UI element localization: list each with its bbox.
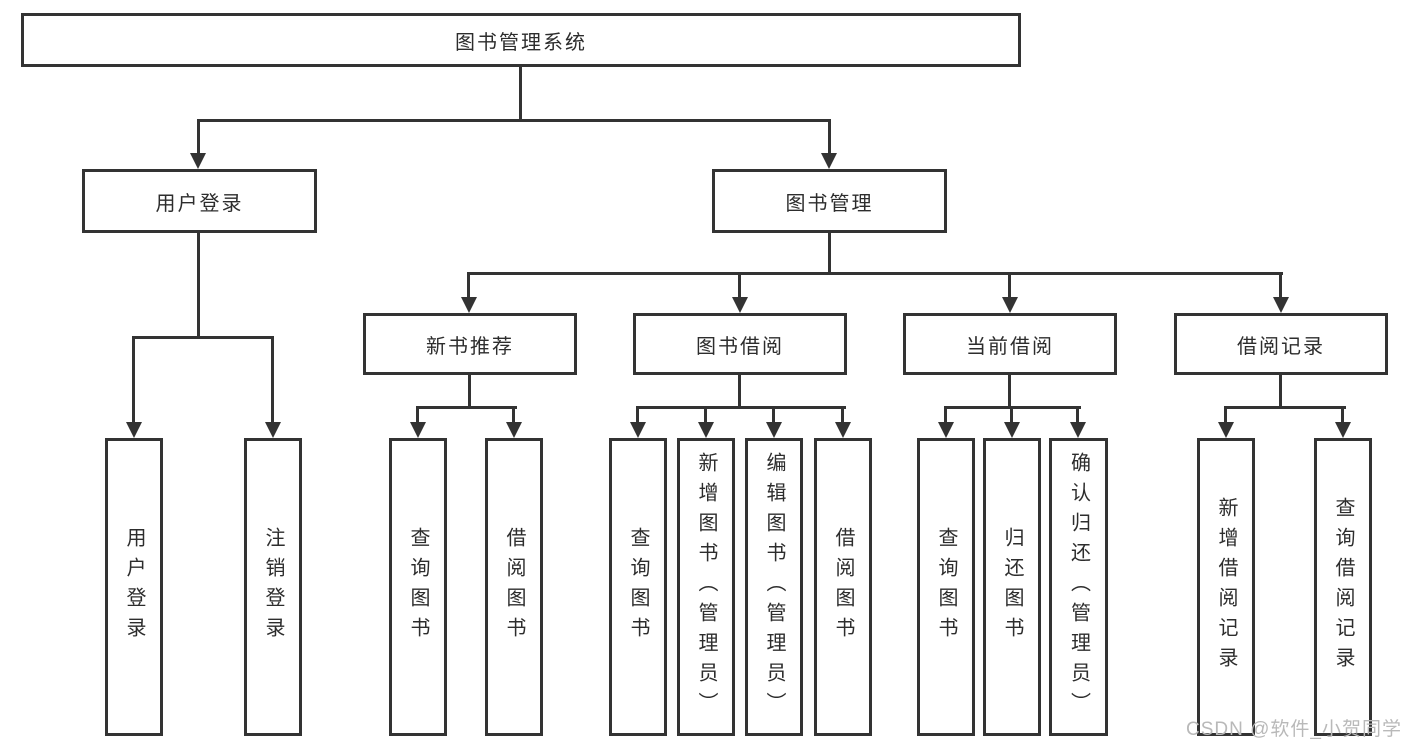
connector-line (1279, 272, 1282, 303)
leaf-logout-label: 注销登录 (262, 527, 284, 647)
connector-line (416, 406, 419, 428)
arrow-down-icon (732, 297, 748, 313)
leaf-borrow-books-recommend-label: 借阅图书 (503, 527, 525, 647)
connector-line (1341, 406, 1344, 428)
connector-line (636, 406, 846, 409)
leaf-query-books-current: 查询图书 (917, 438, 975, 736)
leaf-return-books-label: 归还图书 (1001, 527, 1023, 647)
connector-line (828, 233, 831, 272)
node-current-borrowing-label: 当前借阅 (966, 335, 1054, 358)
connector-line (738, 375, 741, 409)
connector-line (197, 119, 831, 122)
leaf-add-books-admin: 新增图书（管理员） (677, 438, 735, 736)
leaf-borrow-books-recommend: 借阅图书 (485, 438, 543, 736)
connector-line (1008, 375, 1011, 409)
leaf-user-login-label: 用户登录 (123, 527, 145, 647)
connector-line (1224, 406, 1346, 409)
node-root-label: 图书管理系统 (455, 31, 587, 54)
connector-line (197, 119, 200, 157)
node-book-borrowing: 图书借阅 (633, 313, 847, 375)
arrow-down-icon (461, 297, 477, 313)
arrow-down-icon (1218, 422, 1234, 438)
arrow-down-icon (126, 422, 142, 438)
connector-line (467, 272, 1283, 275)
leaf-add-borrow-record: 新增借阅记录 (1197, 438, 1255, 736)
node-new-book-recommend: 新书推荐 (363, 313, 577, 375)
leaf-query-books-borrowing-label: 查询图书 (627, 527, 649, 647)
leaf-add-borrow-record-label: 新增借阅记录 (1215, 497, 1237, 677)
arrow-down-icon (1273, 297, 1289, 313)
leaf-return-books: 归还图书 (983, 438, 1041, 736)
leaf-edit-books-admin: 编辑图书（管理员） (745, 438, 803, 736)
leaf-logout: 注销登录 (244, 438, 302, 736)
leaf-query-books-current-label: 查询图书 (935, 527, 957, 647)
node-user-login: 用户登录 (82, 169, 317, 233)
arrow-down-icon (1004, 422, 1020, 438)
arrow-down-icon (265, 422, 281, 438)
leaf-query-books-borrowing: 查询图书 (609, 438, 667, 736)
connector-line (512, 406, 515, 428)
connector-line (1224, 406, 1227, 428)
connector-line (468, 375, 471, 409)
connector-line (271, 336, 274, 426)
connector-line (132, 336, 274, 339)
arrow-down-icon (835, 422, 851, 438)
leaf-query-books-recommend-label: 查询图书 (407, 527, 429, 647)
arrow-down-icon (938, 422, 954, 438)
arrow-down-icon (766, 422, 782, 438)
leaf-confirm-return-admin: 确认归还（管理员） (1049, 438, 1108, 736)
node-current-borrowing: 当前借阅 (903, 313, 1117, 375)
leaf-borrow-books: 借阅图书 (814, 438, 872, 736)
connector-line (1008, 272, 1011, 303)
connector-line (416, 406, 517, 409)
connector-line (841, 406, 844, 428)
leaf-query-borrow-record-label: 查询借阅记录 (1332, 497, 1354, 677)
leaf-query-borrow-record: 查询借阅记录 (1314, 438, 1372, 736)
arrow-down-icon (506, 422, 522, 438)
connector-line (1076, 406, 1079, 428)
arrow-down-icon (698, 422, 714, 438)
connector-line (636, 406, 639, 428)
arrow-down-icon (1070, 422, 1086, 438)
connector-line (944, 406, 947, 428)
leaf-user-login: 用户登录 (105, 438, 163, 736)
arrow-down-icon (1002, 297, 1018, 313)
leaf-confirm-return-admin-label: 确认归还（管理员） (1067, 452, 1090, 722)
leaf-borrow-books-label: 借阅图书 (832, 527, 854, 647)
arrow-down-icon (630, 422, 646, 438)
node-new-book-recommend-label: 新书推荐 (426, 335, 514, 358)
leaf-add-books-admin-label: 新增图书（管理员） (695, 452, 717, 722)
connector-line (738, 272, 741, 303)
arrow-down-icon (190, 153, 206, 169)
connector-line (1010, 406, 1013, 428)
node-book-borrowing-label: 图书借阅 (696, 335, 784, 358)
node-borrowing-records: 借阅记录 (1174, 313, 1388, 375)
connector-line (132, 336, 135, 426)
leaf-query-books-recommend: 查询图书 (389, 438, 447, 736)
connector-line (828, 119, 831, 157)
arrow-down-icon (821, 153, 837, 169)
leaf-edit-books-admin-label: 编辑图书（管理员） (763, 452, 785, 722)
node-book-management-label: 图书管理 (785, 192, 874, 215)
connector-line (704, 406, 707, 428)
connector-line (519, 67, 522, 120)
arrow-down-icon (410, 422, 426, 438)
arrow-down-icon (1335, 422, 1351, 438)
connector-line (467, 272, 470, 303)
watermark: CSDN @软件_小贺同学 (1186, 719, 1402, 740)
node-root: 图书管理系统 (21, 13, 1021, 67)
node-book-management: 图书管理 (712, 169, 947, 233)
connector-line (772, 406, 775, 428)
node-user-login-label: 用户登录 (155, 192, 244, 215)
node-borrowing-records-label: 借阅记录 (1237, 335, 1325, 358)
connector-line (1279, 375, 1282, 409)
connector-line (197, 233, 200, 339)
